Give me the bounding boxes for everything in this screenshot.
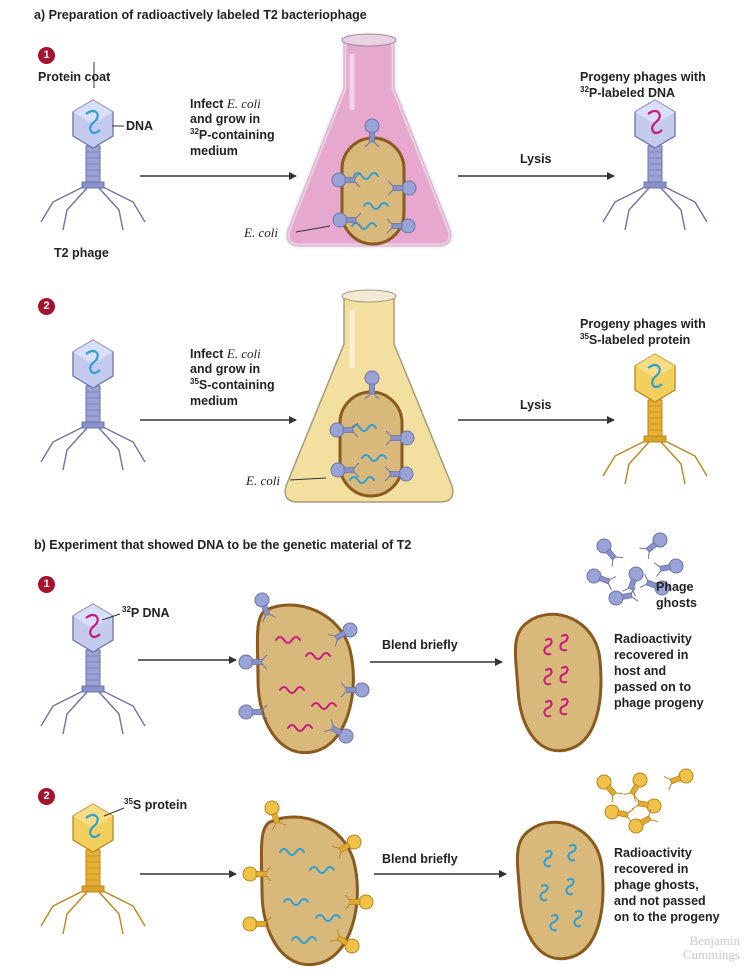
b1-dna-label: 32P DNA xyxy=(122,604,170,620)
b1-blend-label: Blend briefly xyxy=(382,638,458,652)
a2-infect-line3: 35S-containing xyxy=(190,376,275,392)
b1-step-badge: 1 xyxy=(38,576,55,593)
a1-protein-coat-label: Protein coat xyxy=(38,70,111,84)
a1-ecoli-pointer xyxy=(295,225,331,233)
a2-ecoli-cell xyxy=(329,370,415,498)
watermark-line1: Benjamin xyxy=(689,933,740,948)
b1-result-line: host and xyxy=(614,664,667,678)
b2-result-line: recovered in xyxy=(614,862,689,876)
a1-source-phage xyxy=(40,62,146,231)
a1-lysis-label: Lysis xyxy=(520,152,552,166)
a2-infect-line2: and grow in xyxy=(190,362,261,376)
a1-ecoli-label: E. coli xyxy=(244,225,278,240)
watermark-line2: Cummings xyxy=(682,947,740,962)
a1-infect-line2: and grow in xyxy=(190,112,261,126)
a1-step-badge: 1 xyxy=(38,47,55,64)
a1-infect-line3: 32P-containing xyxy=(190,126,275,142)
a1-progeny-phage xyxy=(602,99,708,231)
b2-infected-cell xyxy=(242,798,374,967)
a2-ecoli-pointer xyxy=(289,477,327,481)
a2-ecoli-label: E. coli xyxy=(246,473,280,488)
a2-infect-line1: Infect E. coli xyxy=(190,346,261,361)
b1-source-phage xyxy=(40,603,146,735)
a1-progeny-line1: Progeny phages with xyxy=(580,70,706,84)
a2-infect-line4: medium xyxy=(190,394,238,408)
b1-infected-cell xyxy=(238,590,370,755)
b2-blend-label: Blend briefly xyxy=(382,852,458,866)
section-b-heading: b) Experiment that showed DNA to be the … xyxy=(34,538,412,552)
a2-lysis-label: Lysis xyxy=(520,398,552,412)
b2-protein-label: 35S protein xyxy=(124,796,188,812)
b2-result-line: on to the progeny xyxy=(614,910,720,924)
a2-step-badge: 2 xyxy=(38,298,55,315)
b1-ghosts-line2: ghosts xyxy=(656,596,697,610)
section-a-heading: a) Preparation of radioactively labeled … xyxy=(34,8,367,22)
a2-progeny-line1: Progeny phages with xyxy=(580,317,706,331)
b1-result-line: passed on to xyxy=(614,680,692,694)
b2-ghosts xyxy=(593,766,696,837)
b1-result-line: recovered in xyxy=(614,648,689,662)
a1-ecoli-cell xyxy=(331,118,417,246)
b2-step-badge: 2 xyxy=(38,788,55,805)
b2-result-line: Radioactivity xyxy=(614,846,692,860)
a2-progeny-phage xyxy=(602,353,708,485)
b1-result-line: Radioactivity xyxy=(614,632,692,646)
b2-cell xyxy=(515,820,605,961)
a2-progeny-line2: 35S-labeled protein xyxy=(580,331,691,347)
b1-labeled-cell xyxy=(513,612,603,753)
a1-infect-line4: medium xyxy=(190,144,238,158)
b2-source-phage xyxy=(40,803,146,935)
a2-source-phage xyxy=(40,339,146,471)
b1-ghosts-line1: Phage xyxy=(656,580,694,594)
a1-phage-label: T2 phage xyxy=(54,246,109,260)
a1-dna-label: DNA xyxy=(126,119,154,133)
b2-result-line: phage ghosts, xyxy=(614,878,699,892)
a1-progeny-line2: 32P-labeled DNA xyxy=(580,84,676,100)
a1-infect-line1: Infect E. coli xyxy=(190,96,261,111)
b2-result-line: and not passed xyxy=(614,894,706,908)
b1-result-line: phage progeny xyxy=(614,696,704,710)
